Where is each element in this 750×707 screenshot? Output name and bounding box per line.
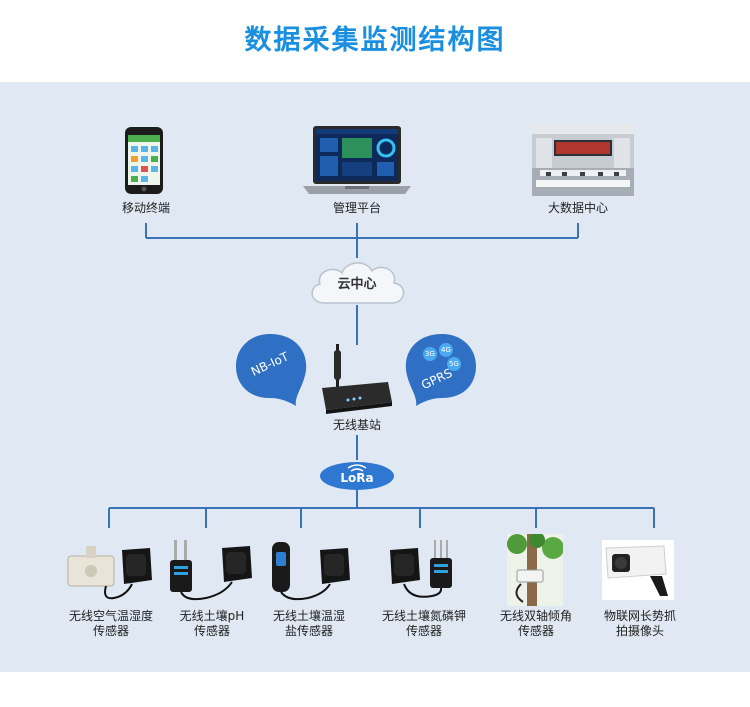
gprs-bubble	[405, 334, 476, 406]
laptop-icon	[303, 126, 411, 194]
sensor-label-ph-1: 无线土壤pH	[179, 609, 245, 623]
soil-temp-moisture-salt-sensor-icon	[272, 542, 350, 601]
badge-3g: 3G	[425, 350, 435, 358]
top-node-label-datacenter: 大数据中心	[547, 201, 608, 215]
sensor-label-camera-1: 物联网长势抓	[603, 609, 676, 623]
sensor-label-ph-2: 传感器	[193, 624, 230, 638]
soil-ph-sensor-icon	[170, 540, 252, 601]
top-node-label-platform: 管理平台	[332, 201, 381, 215]
sensor-label-salt-2: 盐传感器	[284, 624, 333, 638]
badge-5g: 5G	[449, 360, 459, 368]
sensor-label-air-1: 无线空气温湿度	[68, 609, 153, 623]
gateway-router-icon	[322, 344, 392, 414]
growth-camera-icon	[602, 540, 674, 600]
gateway-label: 无线基站	[332, 418, 381, 432]
sensor-label-salt-1: 无线土壤温湿	[272, 609, 345, 623]
soil-npk-sensor-icon	[390, 540, 452, 598]
nbiot-bubble	[236, 334, 307, 406]
lora-label: LoRa	[340, 471, 374, 485]
dual-axis-tilt-sensor-icon	[507, 534, 563, 606]
diagram-title: 数据采集监测结构图	[244, 25, 506, 56]
cloud-icon	[311, 262, 405, 304]
sensor-label-tilt-2: 传感器	[517, 624, 554, 638]
network-badges-icon	[423, 343, 461, 371]
air-temp-humidity-sensor-icon	[67, 546, 152, 600]
smartphone-icon	[125, 127, 163, 194]
sensor-label-tilt-1: 无线双轴倾角	[499, 609, 572, 623]
sensor-label-npk-2: 传感器	[405, 624, 442, 638]
data-center-room-icon	[532, 124, 634, 196]
top-node-label-mobile: 移动终端	[121, 201, 170, 215]
badge-4g: 4G	[441, 346, 451, 354]
sensor-label-npk-1: 无线土壤氮磷钾	[381, 609, 466, 623]
sensor-label-camera-2: 拍摄像头	[615, 624, 664, 638]
sensor-label-air-2: 传感器	[92, 624, 129, 638]
lora-badge	[320, 462, 394, 490]
cloud-label: 云中心	[337, 277, 377, 292]
